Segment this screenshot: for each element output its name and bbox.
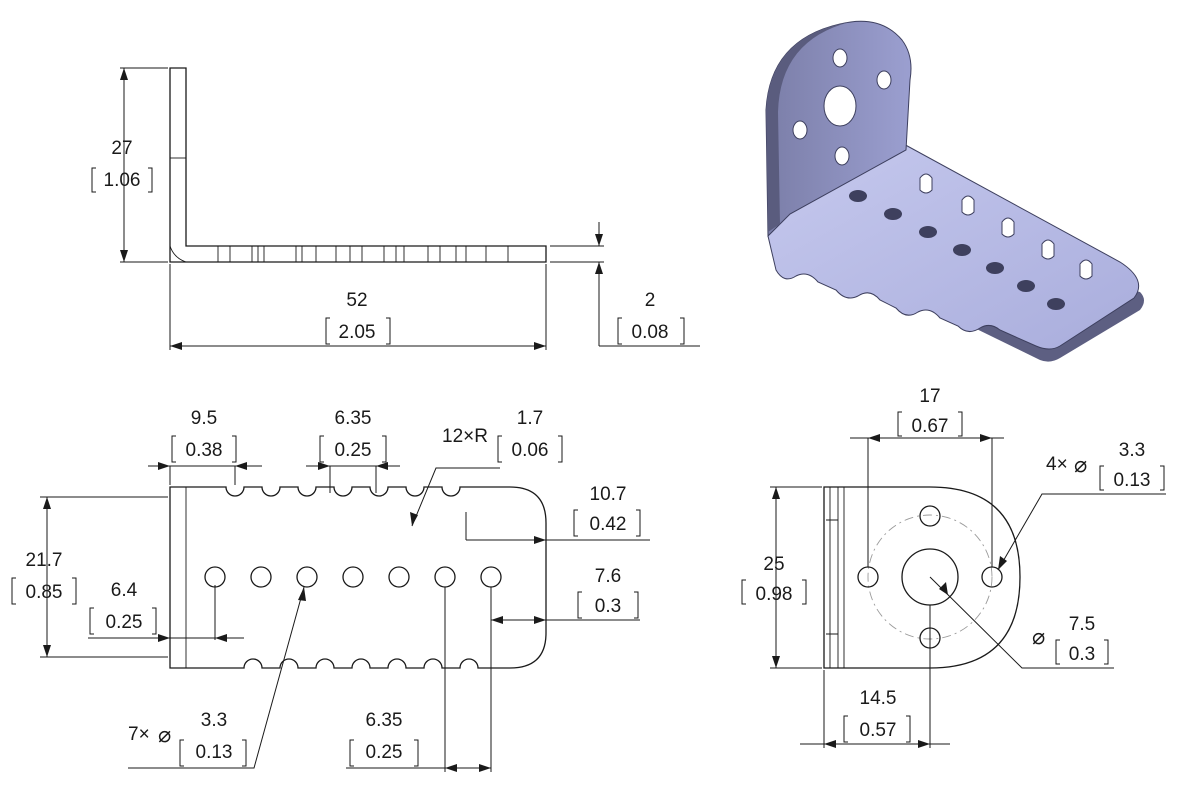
hole-edge-offset-mm: 6.4 [111, 580, 138, 601]
notch-pitch-in: 0.25 [335, 440, 372, 461]
hole-pitch-dimension-line [346, 587, 492, 772]
width-mm: 21.7 [26, 550, 63, 571]
end-view: 17 0.67 4× ⌀ 3.3 0.13 25 0.98 ⌀ 7.5 0.3 … [741, 386, 1166, 748]
hole-spacing-mm: 17 [919, 386, 940, 407]
notch-offset-in: 0.38 [186, 440, 223, 461]
hole-end-offset-in: 0.3 [595, 596, 621, 617]
notch-marks [217, 246, 509, 262]
center-hole-diameter-symbol: ⌀ [1032, 624, 1045, 649]
vertical-plate-edge [766, 22, 850, 232]
mount-holes-in: 0.13 [1114, 470, 1151, 491]
hole-pitch-in: 0.25 [366, 742, 403, 763]
isometric-view [765, 20, 1144, 362]
length-mm: 52 [346, 290, 367, 311]
holes-prefix: 7× [128, 724, 150, 745]
notch-pitch-dimension-line [306, 465, 400, 493]
top-view-outline [169, 486, 547, 669]
top-view: 9.5 0.38 6.35 0.25 12×R 1.7 0.06 10.7 0.… [11, 408, 650, 772]
thickness-dimension-line [550, 222, 700, 347]
side-view: 27 1.06 52 2.05 2 0.08 [91, 67, 700, 350]
notch-pitch-mm: 6.35 [335, 408, 372, 429]
end-height-in: 0.98 [756, 584, 793, 605]
height-mm: 27 [111, 138, 132, 159]
center-offset-mm: 14.5 [860, 688, 897, 709]
top-view-holes [204, 566, 502, 588]
length-in: 2.05 [339, 322, 376, 343]
bracket-side-profile [169, 67, 547, 263]
plate-notches [919, 173, 1093, 280]
hole-spacing-dimension-line [850, 437, 1004, 567]
thickness-in: 0.08 [632, 322, 669, 343]
end-offset-dimension-line [465, 512, 650, 541]
notch-radius-mm: 1.7 [517, 408, 543, 429]
hole-end-offset-mm: 7.6 [595, 566, 621, 587]
center-hole-mm: 7.5 [1069, 614, 1095, 635]
height-in: 1.06 [104, 170, 141, 191]
hole-pitch-mm: 6.35 [366, 710, 403, 731]
mount-holes-leader [997, 493, 1166, 571]
holes-leader [128, 586, 305, 769]
end-offset-in: 0.42 [590, 514, 627, 535]
width-dimension-line [40, 496, 168, 658]
vertical-plate-holes [792, 48, 892, 166]
mount-holes-diameter-symbol: ⌀ [1074, 452, 1087, 477]
hole-edge-offset-in: 0.25 [106, 612, 143, 633]
mount-holes-mm: 3.3 [1119, 440, 1145, 461]
center-hole-leader [929, 576, 1114, 669]
bend-fillet-line [169, 245, 187, 263]
height-dimension-line [120, 67, 168, 263]
mount-holes-prefix: 4× [1046, 454, 1068, 475]
end-height-mm: 25 [763, 554, 784, 575]
end-view-outline [823, 486, 1021, 669]
hole-spacing-in: 0.67 [912, 416, 949, 437]
plate-holes [849, 190, 1065, 310]
notch-radius-leader [411, 467, 500, 527]
center-hole-in: 0.3 [1069, 644, 1095, 665]
end-view-edge-lines [829, 487, 845, 668]
holes-in: 0.13 [196, 742, 233, 763]
end-offset-mm: 10.7 [590, 484, 627, 505]
thickness-mm: 2 [645, 290, 656, 311]
end-height-dimension-line [770, 486, 822, 669]
width-in: 0.85 [26, 582, 63, 603]
center-offset-in: 0.57 [860, 720, 897, 741]
notch-radius-in: 0.06 [512, 440, 549, 461]
holes-mm: 3.3 [201, 710, 227, 731]
length-dimension-line [169, 264, 547, 350]
notch-offset-mm: 9.5 [191, 408, 217, 429]
holes-diameter-symbol: ⌀ [158, 722, 171, 747]
notch-radius-prefix: 12×R [442, 426, 488, 447]
